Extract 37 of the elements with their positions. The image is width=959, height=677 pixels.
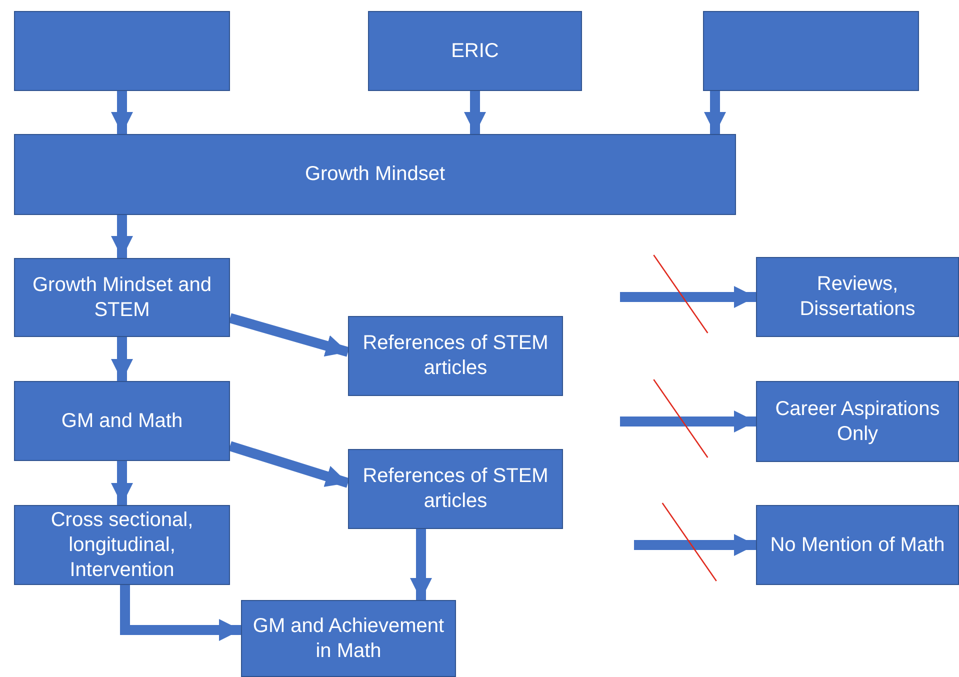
box-label: References of STEM articles [362, 331, 550, 381]
process-box [703, 11, 919, 91]
box-label: Cross sectional, longitudinal, Intervention [50, 508, 194, 582]
block-arrow [620, 410, 756, 432]
block-arrow [464, 91, 486, 134]
process-box [756, 257, 959, 337]
process-box [14, 381, 230, 461]
box-label: GM and Math [61, 408, 183, 434]
block-arrow [704, 91, 726, 134]
box-label: Growth Mindset and STEM [32, 272, 212, 322]
block-arrow [111, 337, 133, 381]
process-box [14, 258, 230, 337]
block-arrow [410, 529, 432, 600]
process-box [14, 505, 230, 585]
process-box [14, 11, 230, 91]
process-box [756, 505, 959, 585]
box-label: References of STEM articles [362, 464, 550, 514]
block-arrow [228, 441, 350, 488]
box-label: Reviews, Dissertations [798, 272, 916, 322]
block-arrow [634, 534, 756, 556]
box-label: ERIC [451, 38, 499, 64]
process-box [241, 600, 456, 677]
block-arrow [620, 286, 756, 308]
block-arrow [111, 91, 133, 134]
box-label: Career Aspirations Only [774, 396, 941, 446]
block-arrow [111, 215, 133, 258]
block-arrow [111, 461, 133, 505]
box-label: Growth Mindset [304, 162, 446, 187]
box-label: GM and Achievement in Math [252, 614, 446, 664]
process-box [348, 449, 563, 529]
block-arrow [228, 313, 350, 357]
box-label: No Mention of Math [770, 532, 945, 558]
process-box [756, 381, 959, 462]
process-box [348, 316, 563, 396]
process-box [368, 11, 582, 91]
process-box [14, 134, 736, 215]
block-arrow [120, 585, 241, 641]
